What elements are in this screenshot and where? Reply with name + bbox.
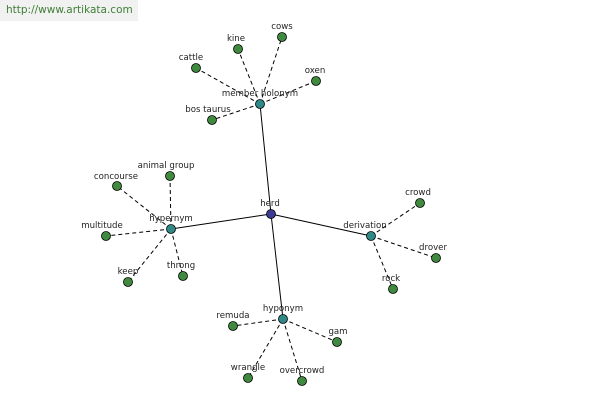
edge-herd-to-derivation (270, 213, 372, 237)
labels-layer: cattle kine cows oxen bos taurus concourseani… (81, 22, 447, 376)
leaf-label-throng[interactable]: throng (167, 261, 195, 271)
edge-hyponym-to-wrangle (247, 318, 284, 379)
root-node-herd[interactable] (266, 209, 276, 219)
leaf-node-wrangle[interactable] (243, 373, 253, 383)
leaf-label-remuda[interactable]: remuda (216, 311, 249, 321)
edge-derivation-to-rock (370, 235, 394, 290)
relation-label-derivation[interactable]: derivation (343, 221, 386, 231)
edge-herd-to-hyponym (270, 213, 284, 320)
watermark-url[interactable]: http://www.artikata.com (6, 4, 133, 16)
leaf-node-animal-group[interactable] (165, 171, 175, 181)
leaf-label-gam[interactable]: gam (328, 327, 347, 337)
leaf-node-remuda[interactable] (228, 321, 238, 331)
edges-layer (105, 36, 437, 382)
relation-label-hyponym[interactable]: hyponym (263, 304, 303, 314)
edge-herd-to-member-holonym (259, 103, 272, 215)
edge-hyponym-to-remuda (232, 318, 284, 327)
leaf-label-drover[interactable]: drover (419, 243, 447, 253)
relation-label-hypernym[interactable]: hypernym (149, 214, 193, 224)
leaf-label-animal-group[interactable]: animal group (138, 161, 195, 171)
relation-node-member-holonym[interactable] (255, 99, 265, 109)
leaf-node-cows[interactable] (277, 32, 287, 42)
edge-member-holonym-to-bos-taurus (211, 103, 261, 121)
edge-member-holonym-to-kine (237, 48, 261, 105)
leaf-node-drover[interactable] (431, 253, 441, 263)
relation-label-member-holonym[interactable]: member holonym (222, 89, 298, 99)
leaf-label-keep[interactable]: keep (118, 267, 139, 277)
edge-hypernym-to-throng (170, 228, 184, 277)
leaf-label-rock[interactable]: rock (382, 274, 400, 284)
leaf-node-keep[interactable] (123, 277, 133, 287)
nodes-layer (101, 32, 441, 386)
edge-hypernym-to-concourse (116, 185, 172, 230)
edge-derivation-to-drover (370, 235, 437, 259)
leaf-node-kine[interactable] (233, 44, 243, 54)
edge-hypernym-to-animal-group (169, 175, 172, 230)
edge-member-holonym-to-oxen (259, 80, 317, 105)
leaf-node-concourse[interactable] (112, 181, 122, 191)
leaf-node-overcrowd[interactable] (297, 376, 307, 386)
edge-herd-to-hypernym (170, 213, 272, 230)
relation-node-derivation[interactable] (366, 231, 376, 241)
relation-node-hyponym[interactable] (278, 314, 288, 324)
leaf-node-gam[interactable] (332, 337, 342, 347)
edge-member-holonym-to-cows (259, 36, 283, 105)
leaf-node-bos-taurus[interactable] (207, 115, 217, 125)
edge-hypernym-to-multitude (105, 228, 172, 237)
edge-hyponym-to-overcrowd (282, 318, 303, 382)
relation-node-hypernym[interactable] (166, 224, 176, 234)
leaf-node-rock[interactable] (388, 284, 398, 294)
leaf-node-crowd[interactable] (415, 198, 425, 208)
leaf-label-bos-taurus[interactable]: bos taurus (185, 105, 231, 115)
root-label-herd[interactable]: herd (260, 199, 280, 209)
watermark-bar: http://www.artikata.com (0, 0, 138, 21)
leaf-label-cattle[interactable]: cattle (179, 53, 203, 63)
leaf-label-concourse[interactable]: concourse (94, 172, 138, 182)
edge-member-holonym-to-cattle (195, 67, 261, 105)
leaf-label-crowd[interactable]: crowd (405, 188, 431, 198)
leaf-node-throng[interactable] (178, 271, 188, 281)
leaf-label-multitude[interactable]: multitude (81, 221, 123, 231)
edge-hyponym-to-gam (282, 318, 338, 343)
leaf-label-wrangle[interactable]: wrangle (231, 363, 265, 373)
leaf-label-cows[interactable]: cows (271, 22, 293, 32)
leaf-node-oxen[interactable] (311, 76, 321, 86)
edge-hypernym-to-keep (127, 228, 172, 283)
leaf-label-oxen[interactable]: oxen (305, 66, 326, 76)
leaf-label-kine[interactable]: kine (227, 34, 245, 44)
leaf-node-cattle[interactable] (191, 63, 201, 73)
leaf-label-overcrowd[interactable]: overcrowd (280, 366, 325, 376)
leaf-node-multitude[interactable] (101, 231, 111, 241)
edge-derivation-to-crowd (370, 202, 421, 237)
